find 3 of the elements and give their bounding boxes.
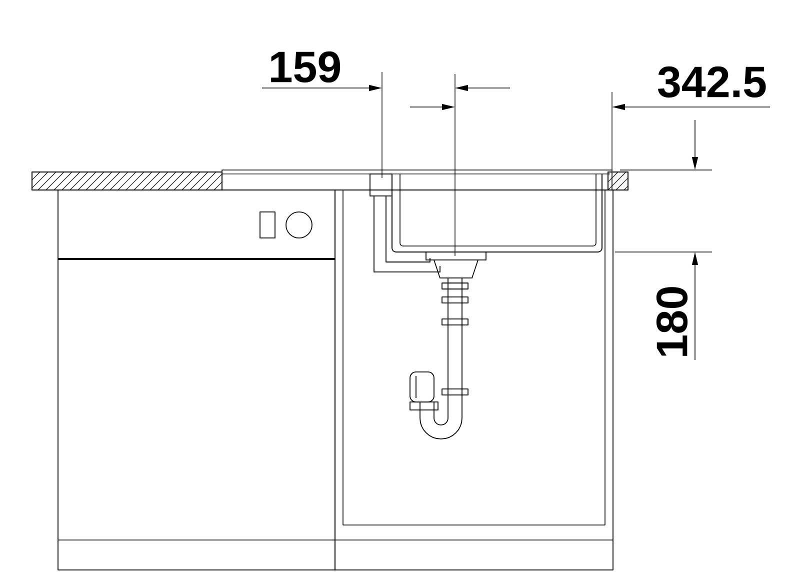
dimension-label: 159 [271, 51, 340, 83]
dimension-label: 342.5 [658, 66, 766, 98]
dimension-label: 180 [656, 287, 688, 356]
